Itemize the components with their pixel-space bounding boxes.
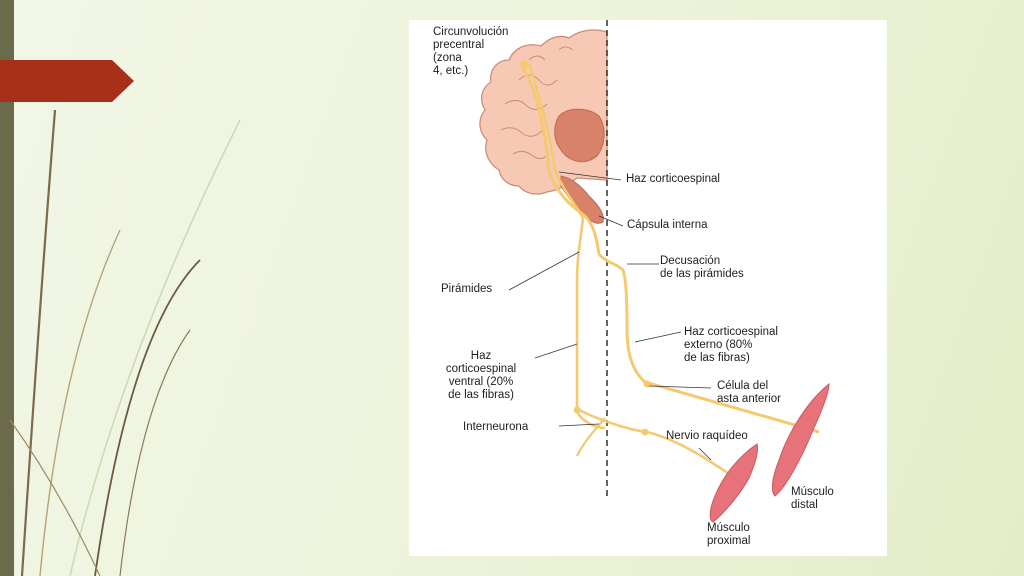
label-line: precentral: [433, 39, 485, 51]
decorative-curves: [9, 109, 241, 576]
label-pyramids: Pirámides: [441, 283, 492, 296]
corticospinal-fiber-main: [519, 63, 820, 434]
label-line: externo (80%: [684, 339, 753, 351]
label-line: de las fibras): [684, 352, 750, 364]
distal-muscle-shape: [771, 382, 830, 497]
label-line: Músculo: [707, 522, 750, 534]
label-interneuron: Interneurona: [463, 421, 528, 434]
label-line: de las pirámides: [660, 268, 744, 280]
corticospinal-diagram: [479, 20, 830, 523]
label-pyramidal-decussation: Decusación de las pirámides: [660, 255, 744, 281]
left-accent-bar: [0, 0, 14, 576]
label-precentral-gyrus: Circunvolución precentral (zona 4, etc.): [433, 26, 508, 78]
label-line: (zona: [433, 52, 462, 64]
proximal-muscle-shape: [709, 443, 758, 523]
label-line: proximal: [707, 535, 751, 547]
label-corticospinal-tract: Haz corticoespinal: [626, 173, 720, 186]
interneuron-fiber: [576, 417, 606, 457]
label-line: Músculo: [791, 486, 834, 498]
accent-arrow-tab: [0, 60, 134, 102]
label-lateral-tract: Haz corticoespinal externo (80% de las f…: [684, 326, 778, 365]
label-line: 4, etc.): [433, 65, 469, 77]
label-line: de las fibras): [448, 389, 514, 401]
label-line: Haz corticoespinal: [684, 326, 778, 338]
nerve-neuron: [641, 428, 649, 436]
label-line: asta anterior: [717, 393, 781, 405]
interneuron-body: [573, 406, 581, 414]
label-proximal-muscle: Músculo proximal: [707, 522, 750, 548]
label-line: Haz corticoespinal: [626, 173, 720, 185]
label-ventral-tract: Haz corticoespinal ventral (20% de las f…: [421, 350, 541, 402]
label-anterior-horn-cell: Célula del asta anterior: [717, 380, 781, 406]
label-line: Decusación: [660, 255, 721, 267]
label-line: Célula del: [717, 380, 769, 392]
label-line: Cápsula interna: [627, 219, 708, 231]
label-spinal-nerve: Nervio raquídeo: [666, 430, 748, 443]
corticospinal-fiber-ventral: [527, 63, 606, 430]
label-internal-capsule: Cápsula interna: [627, 219, 708, 232]
diagram-panel: Circunvolución precentral (zona 4, etc.)…: [409, 20, 887, 556]
cortex-neuron-body: [520, 60, 528, 68]
label-line: Circunvolución: [433, 26, 509, 38]
label-line: Pirámides: [441, 283, 493, 295]
label-line: Haz: [470, 350, 492, 362]
label-line: corticoespinal: [445, 363, 517, 375]
label-distal-muscle: Músculo distal: [791, 486, 834, 512]
basal-nucleus: [554, 108, 605, 163]
label-line: distal: [791, 499, 818, 511]
label-line: Interneurona: [463, 421, 529, 433]
label-line: Nervio raquídeo: [666, 430, 748, 442]
cortex-gyri-lines: [500, 46, 574, 160]
label-line: ventral (20%: [448, 376, 514, 388]
leader-lines: [508, 171, 712, 461]
anterior-horn-neuron: [643, 380, 651, 388]
